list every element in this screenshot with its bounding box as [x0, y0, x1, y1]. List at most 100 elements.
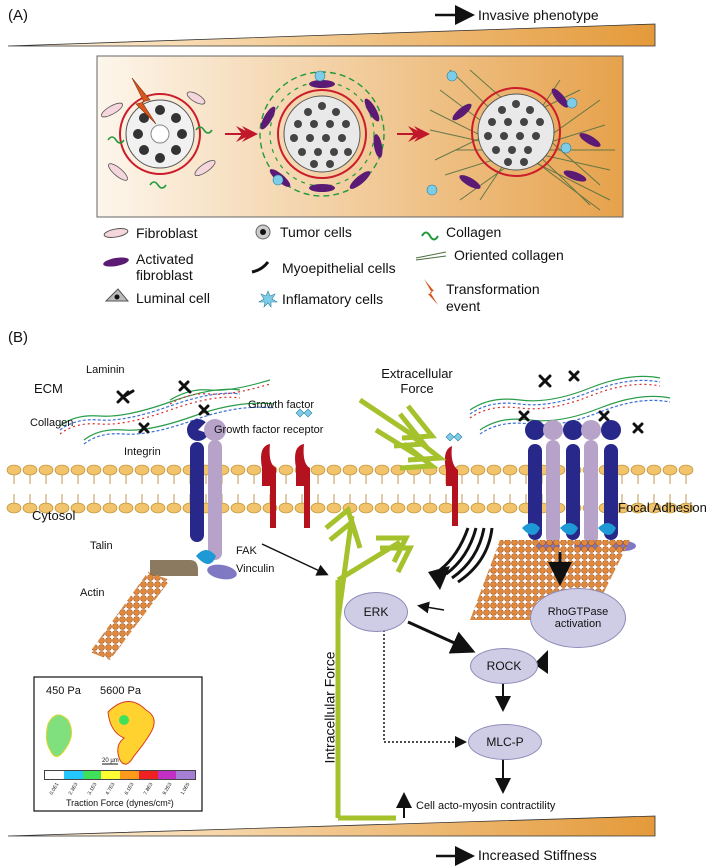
lipid-head [678, 464, 694, 476]
focal-adhesion-label: Focal Adhesion [618, 500, 707, 515]
lipid-head [102, 502, 118, 514]
colorbar-swatch [176, 771, 195, 779]
myoepithelial-cell-icon [251, 261, 270, 274]
ecm-label: ECM [34, 381, 63, 396]
growth-factor-receptor-label: Growth factor receptor [214, 424, 324, 436]
lipid-head [86, 502, 102, 514]
lipid-head [230, 502, 246, 514]
rock-node: ROCK [470, 648, 538, 684]
increased-stiffness-wedge [7, 815, 656, 866]
focal-adhesion-arrows [428, 527, 494, 590]
colorbar-swatch [157, 771, 177, 779]
lipid-head [118, 464, 134, 476]
laminin-molecules [116, 370, 644, 434]
colorbar-tick: 6.1E3 [123, 781, 136, 797]
ecm-collagen-strands [59, 375, 671, 445]
extracellular-force-label: Extracellular Force [381, 366, 453, 396]
lipid-head [358, 502, 374, 514]
intracellular-force-label: Intracellular Force [321, 651, 338, 764]
lipid-head [134, 502, 150, 514]
integrin-left [90, 419, 237, 660]
stage-dcis [259, 70, 385, 197]
legend-oriented-collagen: Oriented collagen [454, 247, 564, 263]
lipid-head [230, 464, 246, 476]
lipid-head [246, 502, 262, 514]
lipid-head [150, 502, 166, 514]
lipid-head [326, 464, 342, 476]
lipid-head [502, 464, 518, 476]
legend-tumor-cells: Tumor cells [280, 224, 352, 240]
legend-collagen: Collagen [446, 224, 502, 240]
lipid-head [150, 464, 166, 476]
lipid-head [646, 464, 662, 476]
lipid-head [486, 502, 502, 514]
lipid-head [390, 502, 406, 514]
inset-450pa-label: 450 Pa [46, 685, 81, 697]
growth-factor-molecules [295, 408, 463, 442]
force-arrows [324, 397, 447, 821]
colorbar-swatch [63, 771, 83, 779]
invasive-phenotype-label: Invasive phenotype [478, 7, 599, 23]
colorbar-swatch [138, 771, 158, 779]
vinculin-label: Vinculin [236, 563, 275, 575]
legend-luminal-cell: Luminal cell [136, 290, 210, 306]
cytosol-label: Cytosol [32, 508, 76, 523]
stage-normal-duct [101, 77, 216, 189]
legend-transformation-event: Transformation event [446, 281, 540, 314]
transformation-event-icon [424, 279, 438, 305]
growth-factor-receptors [261, 444, 458, 528]
lipid-head [470, 502, 486, 514]
mlc-p-node: MLC-P [468, 724, 542, 760]
lipid-head [6, 464, 22, 476]
colorbar-swatch [120, 771, 139, 779]
legend-fibroblast: Fibroblast [136, 225, 198, 241]
lipid-head [166, 464, 182, 476]
oriented-collagen-icon [415, 251, 447, 261]
lipid-head [470, 464, 486, 476]
inset-scale-label: 20 µm [102, 758, 119, 764]
lipid-head [662, 464, 678, 476]
lipid-head [342, 464, 358, 476]
colorbar-swatch [101, 771, 120, 779]
lipid-head [486, 464, 502, 476]
cell-5600pa-shape [107, 701, 155, 765]
colorbar-caption: Traction Force (dynes/cm²) [66, 798, 174, 808]
traction-force-inset [33, 676, 203, 812]
activated-fibroblast-icon [103, 257, 129, 267]
vinculin-icon [207, 564, 237, 580]
panel-b-letter: (B) [8, 329, 28, 346]
lipid-head [374, 502, 390, 514]
lipid-head [278, 464, 294, 476]
lipid-head [278, 502, 294, 514]
lipid-head [54, 464, 70, 476]
fak-icon [196, 550, 216, 564]
inset-5600pa-label: 5600 Pa [100, 685, 141, 697]
talin-icon [150, 560, 198, 576]
colorbar-tick: 0.0E1 [48, 781, 61, 797]
actin-filament-icon [90, 572, 170, 660]
erk-node: ERK [344, 592, 408, 632]
lipid-head [630, 464, 646, 476]
lipid-head [118, 502, 134, 514]
lipid-head [406, 502, 422, 514]
lipid-head [438, 502, 454, 514]
colorbar-tick: 1.0E5 [179, 781, 192, 797]
lipid-head [38, 464, 54, 476]
legend-myoepithelial-cells: Myoepithelial cells [282, 260, 396, 276]
colorbar-tick: 9.2E3 [161, 781, 173, 797]
lipid-head [86, 464, 102, 476]
colorbar-swatch [45, 771, 64, 779]
actin-label: Actin [80, 587, 105, 599]
lipid-head [422, 502, 438, 514]
inflammatory-cell-icon [257, 290, 279, 308]
lipid-head [102, 464, 118, 476]
increased-stiffness-label: Increased Stiffness [478, 847, 597, 863]
collagen-label: Collagen [30, 417, 74, 429]
lipid-head [358, 464, 374, 476]
collagen-icon [421, 231, 439, 241]
fibroblast-icon [103, 228, 129, 238]
lipid-head [310, 464, 326, 476]
growth-factor-label: Growth factor [248, 399, 315, 411]
lipid-head [134, 464, 150, 476]
